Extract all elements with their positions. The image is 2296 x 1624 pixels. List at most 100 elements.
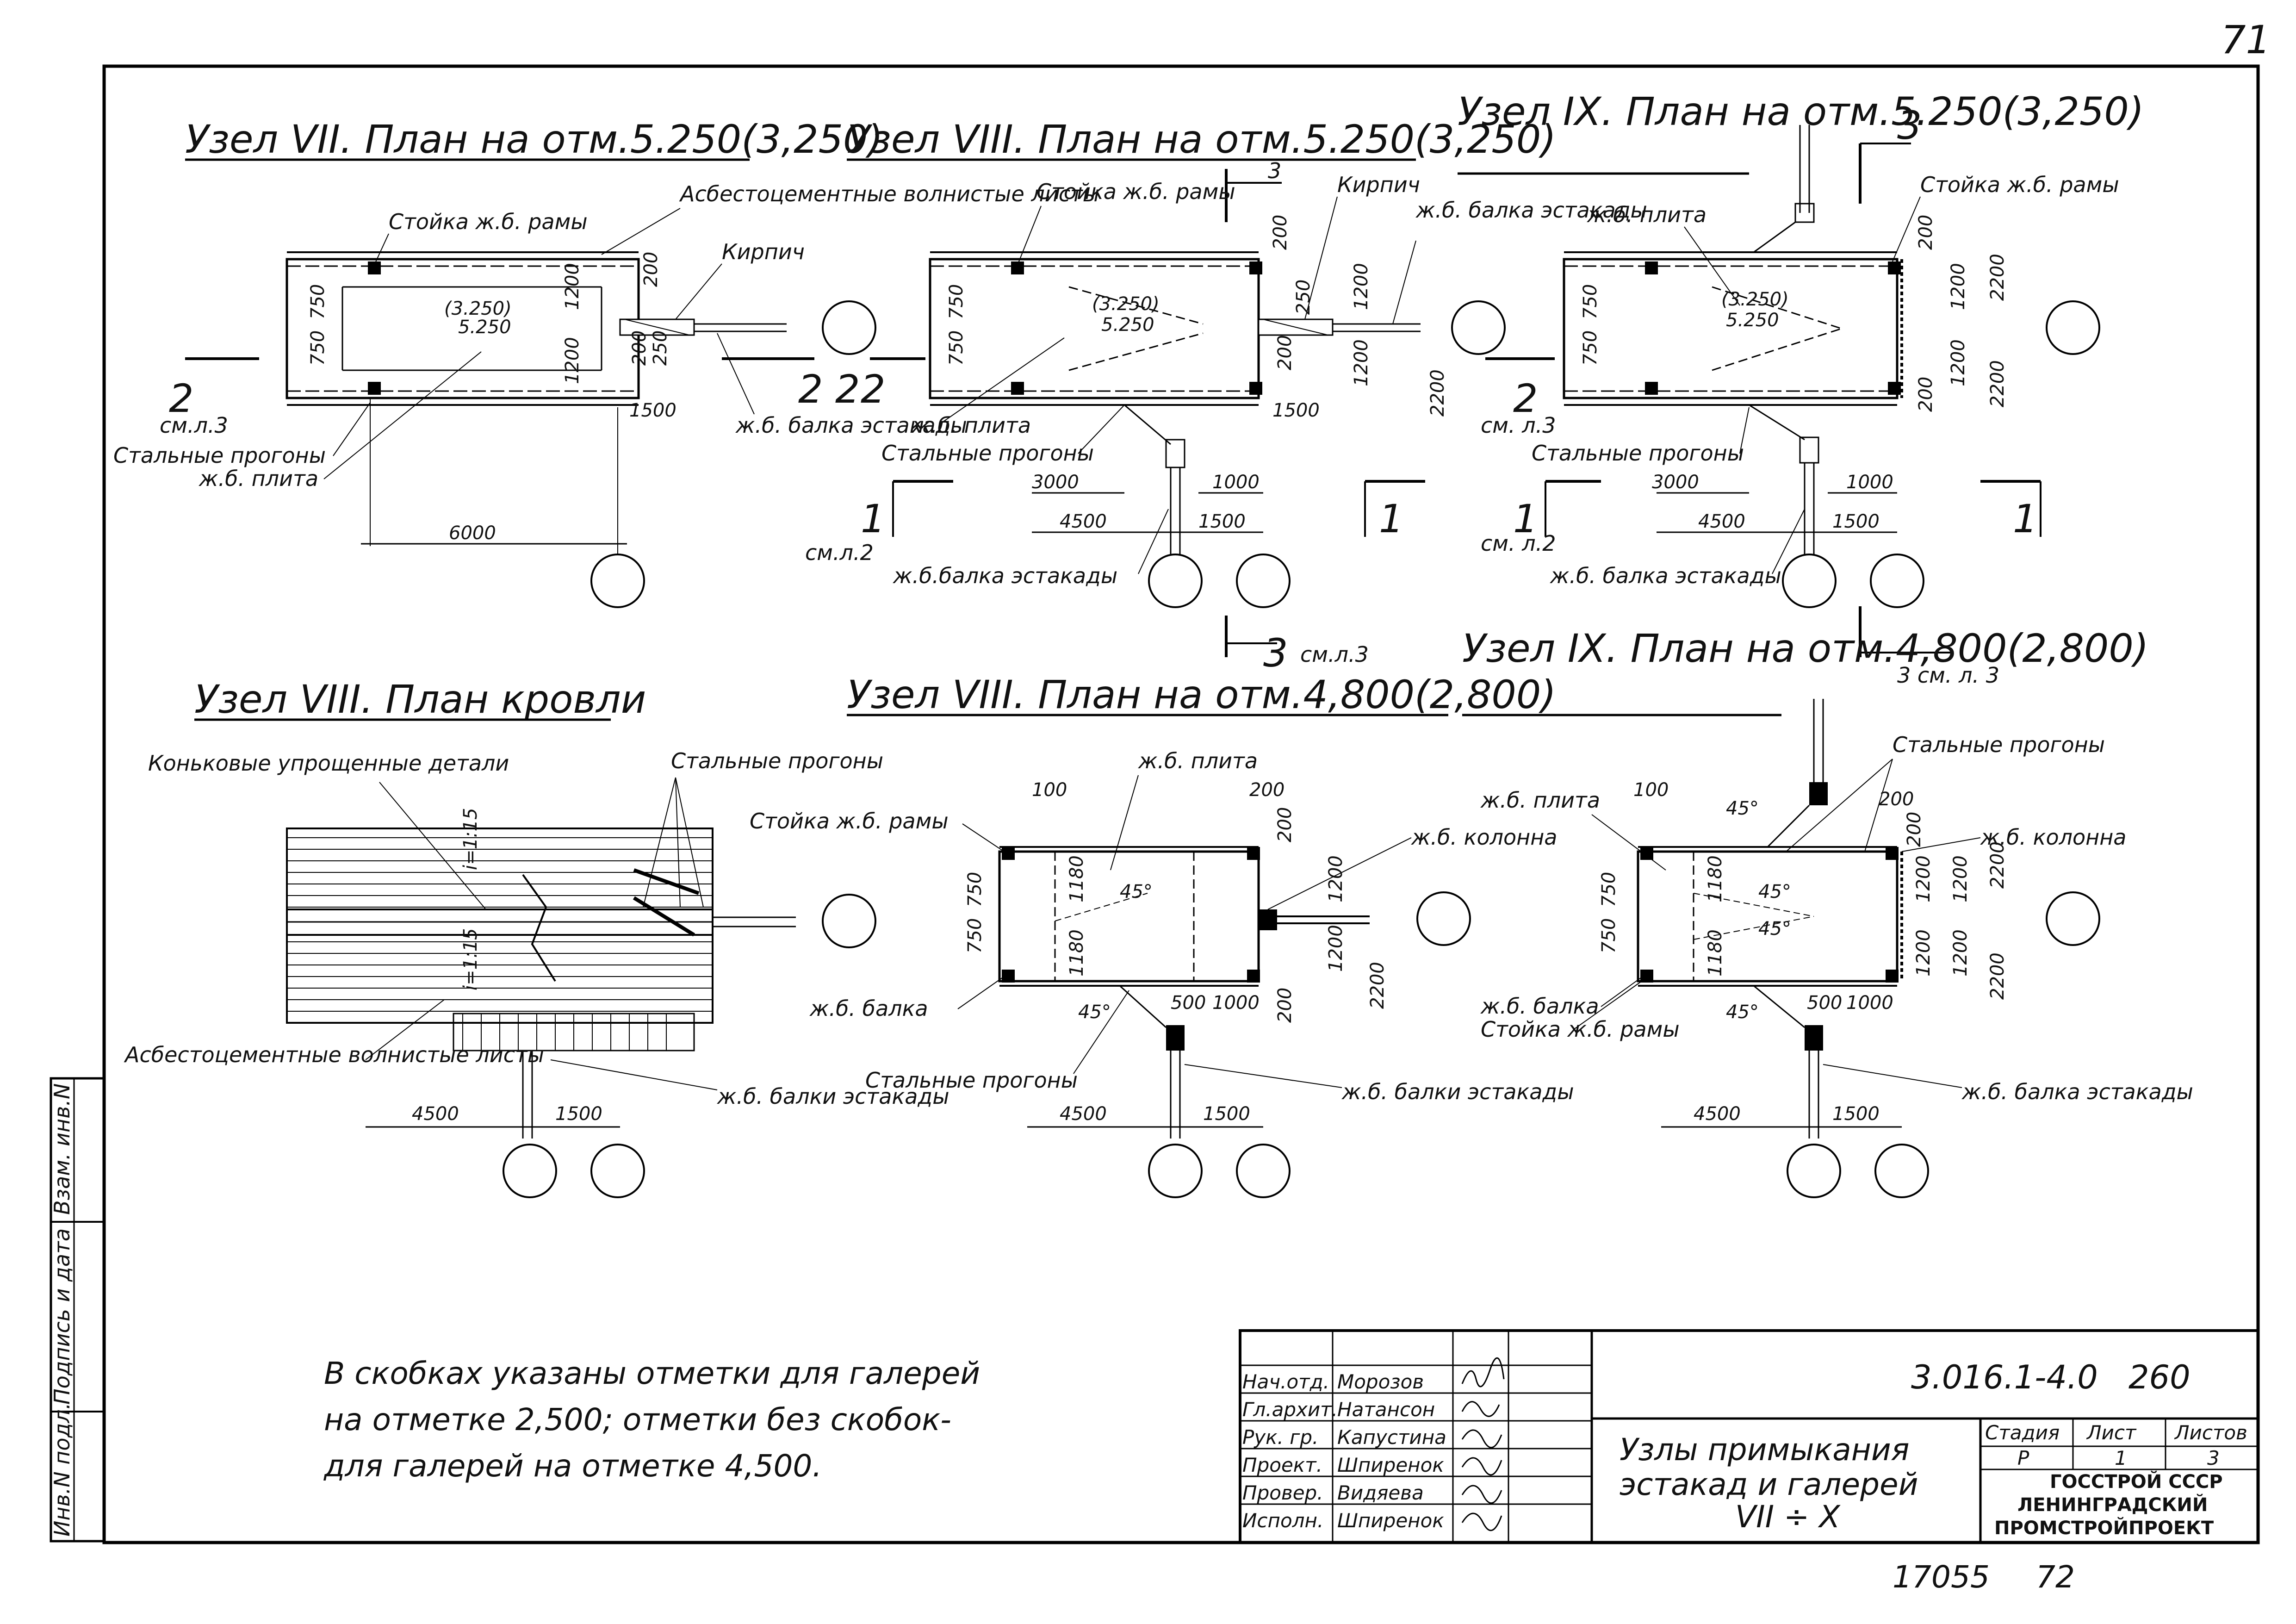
dim-3000: 3000 <box>1032 472 1079 493</box>
label-asbestos: Асбестоцементные волнистые листы <box>679 181 1099 206</box>
title-block: 3.016.1-4.0 260 Узлы примыкания эстакад … <box>1239 1329 2259 1544</box>
label-beam: ж.б. балка <box>809 996 928 1021</box>
dim-1500-bottom: 1500 <box>1198 511 1246 532</box>
node-ix-plan-4800: Узел IX. План на отм.4,800(2,800) Стальн… <box>1462 626 2193 1198</box>
section-mark-2b: 2 <box>798 367 823 412</box>
dim-6000: 6000 <box>449 523 496 544</box>
signature-2 <box>1461 1429 1502 1449</box>
dim-1000: 1000 <box>1846 472 1893 493</box>
dim-1200a: 1200 <box>1913 855 1934 902</box>
bottom-number-left: 17055 <box>1893 1559 1990 1595</box>
section-mark-1b: 1 <box>1379 496 1403 541</box>
role-1: Гл.архит. <box>1242 1398 1338 1421</box>
side-stamp: Взам. инв.N Подпись и дата Инв.N подл. <box>50 1077 105 1543</box>
node-ix-plan-5250: Узел IX. План на отм.5.250(3,250) <box>1458 89 2144 688</box>
dim-1200b: 1200 <box>1325 925 1347 972</box>
label-elev-top: (3.250) <box>1092 293 1160 315</box>
note-line-2: на отметке 2,500; отметки без скобок- <box>324 1402 951 1437</box>
stage-label: Стадия <box>1985 1421 2060 1444</box>
label-purlins: Стальные прогоны <box>113 443 326 468</box>
dim-200c: 200 <box>1274 988 1296 1023</box>
dim-200a: 200 <box>1915 215 1936 250</box>
label-asbestos: Асбестоцементные волнистые листы <box>124 1042 544 1067</box>
label-beam: ж.б. балка эстакады <box>1415 198 1647 223</box>
stamp-vzam: Взам. инв.N <box>50 1083 74 1215</box>
section-mark-1a: 1 <box>861 496 885 541</box>
node-vii-plan: Узел VII. План на отм.5.250(3,250) 6000 … <box>113 117 1099 608</box>
dim-750a: 750 <box>946 284 967 319</box>
drawing-title-1: Узлы примыкания <box>1620 1432 1909 1468</box>
section-ref-3: 3 см. л. 3 <box>1897 663 1999 688</box>
dim-1200b: 1200 <box>562 337 583 384</box>
dim-1200a: 1200 <box>1948 263 1969 310</box>
section-mark-1a: 1 <box>1513 496 1538 541</box>
dim-750b: 750 <box>946 330 967 366</box>
role-3: Проект. <box>1242 1454 1322 1476</box>
section-mark-1b: 1 <box>2013 496 2037 541</box>
node-viii-plan-5250: Узел VIII. План на отм.5.250(3,250) <box>805 117 1647 676</box>
label-post: Стойка ж.б. рамы <box>1481 1017 1680 1042</box>
node-viii-roof-plan: Узел VIII. План кровли <box>124 677 949 1198</box>
section-mark-3-bottom: 3 <box>1263 630 1288 676</box>
dim-200b: 200 <box>1274 335 1296 370</box>
dim-750a: 750 <box>964 872 986 907</box>
label-beam-bottom: ж.б. балка эстакады <box>1961 1079 2193 1104</box>
label-column: ж.б. колонна <box>1980 825 2127 850</box>
label-slab: ж.б. плита <box>1138 748 1258 773</box>
label-beam-bottom: ж.б.балка эстакады <box>893 563 1117 588</box>
dim-200a: 200 <box>1879 789 1914 810</box>
label-ridge: Коньковые упрощенные детали <box>148 751 509 776</box>
name-5: Шпиренок <box>1337 1509 1444 1532</box>
label-column: ж.б. колонна <box>1411 825 1558 850</box>
org-3: ПРОМСТРОЙПРОЕКТ <box>1994 1517 2214 1539</box>
label-slab: ж.б. плита <box>199 466 318 491</box>
stage-value: Р <box>2017 1447 2029 1469</box>
dim-2200b: 2200 <box>1987 952 2008 1000</box>
label-elev-bottom: 5.250 <box>1726 310 1779 331</box>
name-1: Натансон <box>1337 1398 1435 1421</box>
dim-500: 500 <box>1171 992 1206 1014</box>
angle-2: 45° <box>1758 881 1791 902</box>
role-4: Провер. <box>1242 1481 1323 1504</box>
dim-200b: 200 <box>629 330 650 366</box>
dim-1200b: 1200 <box>1948 339 1969 386</box>
dim-1200d: 1200 <box>1950 929 1971 977</box>
drawing-frame <box>102 64 2260 1544</box>
sheet-code: 260 <box>2128 1358 2191 1396</box>
section-mark-2: 2 <box>861 367 885 412</box>
node-title: Узел VIII. План кровли <box>194 677 646 722</box>
dim-4500: 4500 <box>1060 511 1107 532</box>
dim-750b: 750 <box>1598 918 1620 953</box>
label-beam-bottom: ж.б. балка эстакады <box>1550 563 1781 588</box>
dim-750b: 750 <box>964 918 986 953</box>
dim-100: 100 <box>1032 779 1067 801</box>
dim-200b: 200 <box>1274 807 1296 842</box>
label-brick: Кирпич <box>1337 172 1420 197</box>
label-purlins: Стальные прогоны <box>881 441 1094 466</box>
dim-4500: 4500 <box>412 1103 459 1125</box>
page-corner-number: 71 <box>2221 17 2271 62</box>
dim-1180b: 1180 <box>1705 929 1726 977</box>
dim-1200a: 1200 <box>1325 855 1347 902</box>
label-elev-bottom: 5.250 <box>458 317 511 338</box>
dim-750a: 750 <box>1598 872 1620 907</box>
section-ref-1: см. л.2 <box>1481 531 1556 556</box>
dim-1500: 1500 <box>1832 1103 1880 1125</box>
dim-1200b: 1200 <box>1913 929 1934 977</box>
dim-1000: 1000 <box>1846 992 1893 1014</box>
label-elev-top: (3.250) <box>444 298 512 319</box>
role-0: Нач.отд. <box>1242 1370 1329 1393</box>
name-4: Видяева <box>1337 1481 1424 1504</box>
drawing-title-2: эстакад и галерей <box>1620 1467 1918 1502</box>
note-line-1: В скобках указаны отметки для галерей <box>324 1356 980 1391</box>
sheets-label: Листов <box>2174 1421 2247 1444</box>
dim-1500: 1500 <box>1832 511 1880 532</box>
signature-1 <box>1461 1401 1500 1417</box>
dim-4500: 4500 <box>1060 1103 1107 1125</box>
dim-1000: 1000 <box>1212 992 1260 1014</box>
dim-2200: 2200 <box>1367 962 1388 1009</box>
label-post: Стойка ж.б. рамы <box>1920 172 2119 197</box>
section-mark-2: 2 <box>1513 376 1538 421</box>
label-slab: ж.б. плита <box>1480 788 1600 813</box>
dim-750b: 750 <box>1580 330 1601 366</box>
